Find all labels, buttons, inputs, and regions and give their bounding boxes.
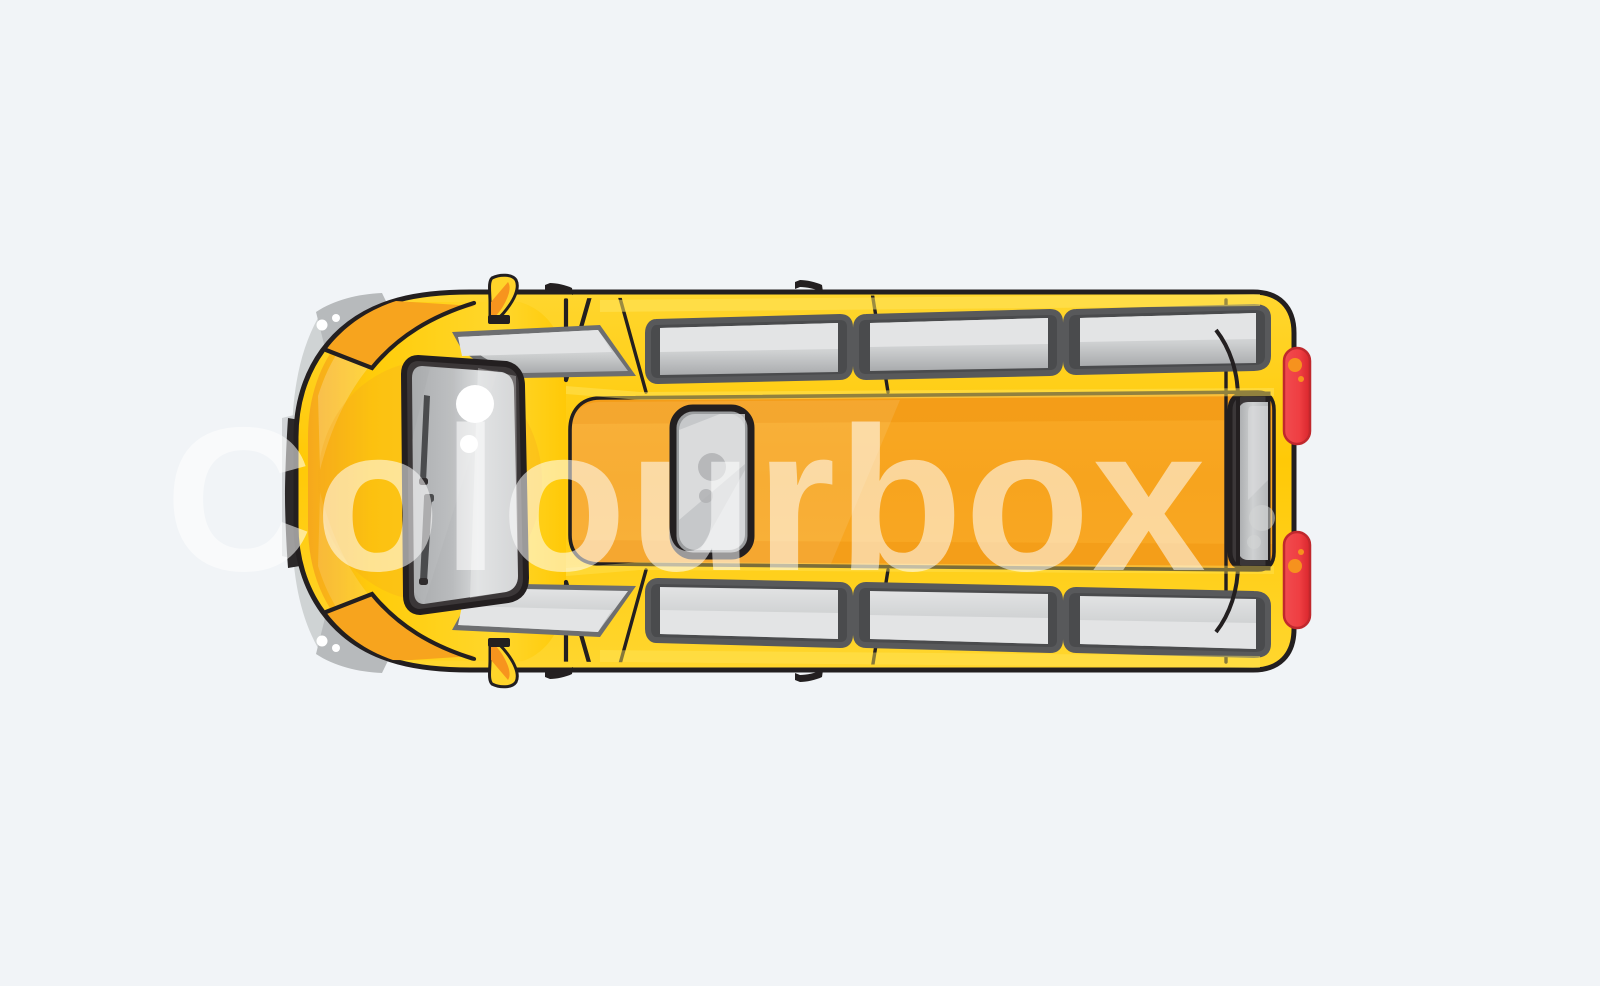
door-handle-top-rear (795, 280, 823, 292)
window-top-4 (1063, 303, 1271, 376)
window-bottom-4 (1063, 586, 1271, 659)
taillight-bottom (1282, 530, 1312, 630)
window-bottom-3 (853, 581, 1063, 654)
wiper-upper (419, 395, 430, 485)
window-row-bottom (452, 577, 1271, 659)
side-mirror-bottom (488, 638, 519, 689)
side-mirror-top (488, 273, 519, 324)
door-handle-bottom-rear (795, 670, 823, 682)
tailgate-edge (1214, 328, 1240, 634)
window-top-2 (645, 313, 853, 385)
window-bottom-2 (645, 577, 853, 649)
window-top-3 (853, 308, 1063, 381)
taillight-top (1282, 346, 1312, 446)
door-handle-top-front (545, 283, 573, 295)
window-row-top (452, 303, 1271, 385)
wiper-lower (419, 494, 434, 585)
windshield (401, 355, 529, 615)
roof-hatch (669, 404, 755, 560)
door-handle-bottom-front (545, 667, 573, 679)
